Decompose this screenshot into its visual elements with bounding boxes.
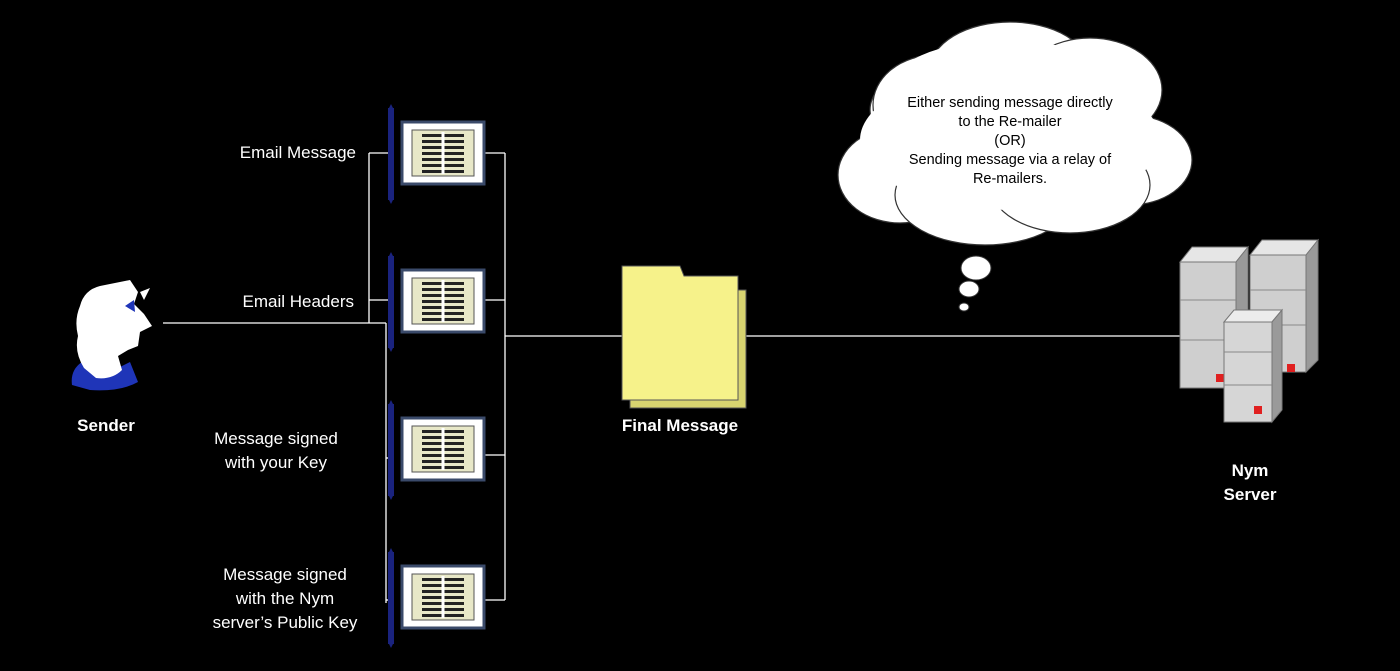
bubble-line: (OR): [994, 133, 1026, 149]
folder-icon: [621, 265, 747, 409]
label-signed-nym-key: Message signed with the Nym server’s Pub…: [196, 563, 374, 635]
bubble-line: Re-mailers.: [972, 171, 1048, 187]
label-line: with your Key: [224, 453, 328, 472]
sender-icon: [71, 280, 152, 391]
module-icon-2: [388, 252, 486, 352]
sender-label: Sender: [77, 416, 135, 435]
thought-bubble-text: Either sending message directly to the R…: [880, 94, 1140, 189]
label-line: Nym: [1231, 461, 1269, 480]
label-email-message: Email Message: [180, 141, 356, 165]
label-line: Server: [1223, 485, 1277, 504]
module-icon-3: [388, 400, 486, 500]
nym-server-label: Nym Server: [1200, 459, 1300, 507]
thought-dots: [958, 255, 992, 312]
label-line: with the Nym: [235, 589, 335, 608]
connector-lines: [163, 152, 1180, 603]
label-line: Email Message: [239, 143, 356, 162]
bubble-line: to the Re-mailer: [958, 114, 1062, 130]
label-line: Message signed: [223, 565, 347, 584]
label-email-headers: Email Headers: [180, 290, 355, 314]
label-line: server’s Public Key: [212, 613, 358, 632]
label-line: Email Headers: [242, 292, 355, 311]
module-icon-1: [388, 104, 486, 204]
module-icon-4: [388, 548, 486, 648]
bubble-line: Sending message via a relay of: [908, 152, 1112, 168]
thought-bubble-fill: [860, 40, 1160, 210]
nym-server-icon: [1178, 238, 1320, 424]
bubble-line: Either sending message directly: [907, 95, 1113, 111]
label-signed-your-key: Message signed with your Key: [196, 427, 356, 475]
final-message-label: Final Message: [621, 416, 739, 435]
label-line: Message signed: [214, 429, 338, 448]
